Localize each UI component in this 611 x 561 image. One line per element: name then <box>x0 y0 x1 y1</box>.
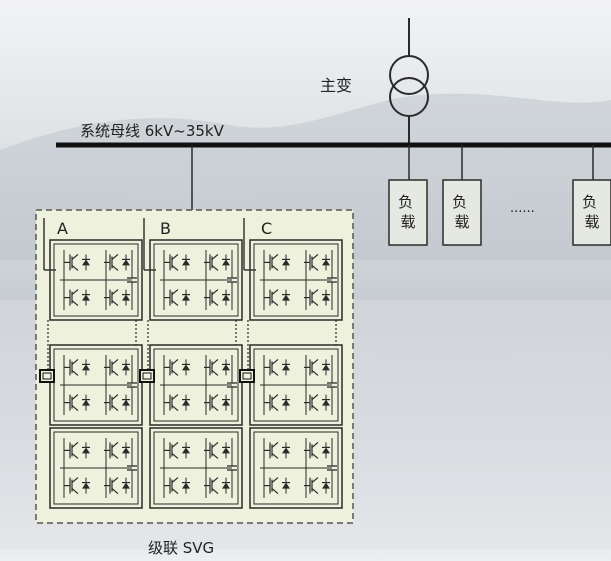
diagram-caption: 级联 SVG <box>148 539 214 557</box>
load-label-2: 负 载 <box>452 193 472 231</box>
load-ellipsis: ...... <box>510 201 535 216</box>
load-box-3 <box>572 179 611 246</box>
power-module-b-1 <box>149 239 243 321</box>
loads: 负 载 负 载 负 载 ...... <box>388 145 611 246</box>
load-label-1: 负 载 <box>398 193 418 231</box>
bus-label: 系统母线 6kV~35kV <box>80 122 225 140</box>
phase-label-a: A <box>57 219 68 238</box>
power-module-c-3 <box>249 427 343 509</box>
main-transformer <box>389 18 429 145</box>
power-module-a-2 <box>49 344 143 426</box>
power-module-b-2 <box>149 344 243 426</box>
power-module-c-2 <box>249 344 343 426</box>
phase-label-b: B <box>160 219 171 238</box>
phase-label-c: C <box>261 219 272 238</box>
connection-node-a <box>39 369 55 383</box>
connection-node-b <box>139 369 155 383</box>
transformer-label: 主变 <box>320 76 352 95</box>
load-label-3: 负 载 <box>582 193 602 231</box>
power-modules <box>39 218 343 509</box>
connection-node-c <box>239 369 255 383</box>
transformer-upper-coil-icon <box>389 55 429 95</box>
power-module-a-1 <box>49 239 143 321</box>
load-box-2 <box>442 179 482 246</box>
power-module-c-1 <box>249 239 343 321</box>
power-module-b-3 <box>149 427 243 509</box>
load-box-1 <box>388 179 428 246</box>
power-module-a-3 <box>49 427 143 509</box>
cascaded-svg-box <box>35 209 354 524</box>
